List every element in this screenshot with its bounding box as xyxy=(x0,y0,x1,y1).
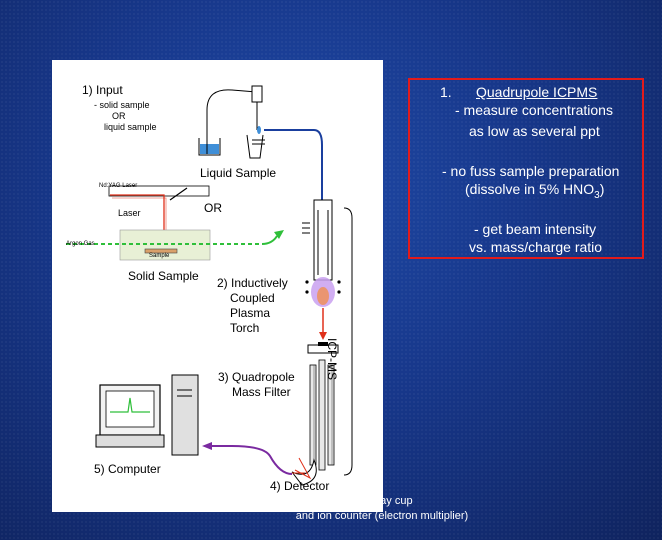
input-line-2: OR xyxy=(112,111,126,121)
droplet-icon xyxy=(257,126,261,134)
icpms-bracket xyxy=(343,207,353,476)
beaker-icon xyxy=(198,138,221,156)
signal-path xyxy=(210,445,293,475)
or-label: OR xyxy=(204,201,222,215)
nebulizer-icon xyxy=(246,134,264,159)
torch-label-3: Plasma xyxy=(230,306,271,320)
laser-label: Nd:YAG Laser xyxy=(99,183,138,189)
info-number: 1. xyxy=(440,84,452,100)
info-title: Quadrupole ICPMS xyxy=(476,84,598,100)
quadrupole-rod xyxy=(309,364,317,466)
info-line-2: as low as several ppt xyxy=(469,123,600,139)
info-line-6: vs. mass/charge ratio xyxy=(469,239,603,255)
tubing-line xyxy=(206,89,258,111)
input-line-1: - solid sample xyxy=(94,100,150,110)
info-line-1: - measure concentrations xyxy=(455,102,613,118)
detector-label: 4) Detector xyxy=(270,479,330,493)
input-title: 1) Input xyxy=(82,83,123,97)
torch-label-1: 2) Inductively xyxy=(217,276,288,290)
input-line-3: liquid sample xyxy=(104,122,157,132)
info-line-4: (dissolve in 5% HNO3) xyxy=(465,181,605,201)
quadrupole-label-2: Mass Filter xyxy=(232,385,291,399)
computer-label: 5) Computer xyxy=(94,462,161,476)
spectrum-trace xyxy=(110,397,150,413)
caption-line-1: Faraday cup xyxy=(351,495,413,507)
caption-line-2: and ion counter (electron multiplier) xyxy=(295,510,469,522)
diagram-graphics xyxy=(66,85,353,486)
pump-icon xyxy=(251,85,263,103)
sample-label: Sample xyxy=(149,253,170,259)
torch-label-2: Coupled xyxy=(230,291,275,305)
liquid-sample-label: Liquid Sample xyxy=(200,166,277,180)
argon-gas-label: Argon Gas xyxy=(66,241,95,247)
quadrupole-label-1: 3) Quadropole xyxy=(218,370,295,384)
solid-sample-label: Solid Sample xyxy=(128,269,199,283)
liquid-fill xyxy=(200,144,219,154)
info-line-5: - get beam intensity xyxy=(474,221,597,237)
laser-box-label: Laser xyxy=(118,208,141,218)
keyboard-icon xyxy=(95,434,165,448)
quadrupole-rod xyxy=(327,364,335,466)
laser-label-box xyxy=(108,185,210,197)
torch-label-4: Torch xyxy=(230,321,260,335)
icpms-label: ICP-MS xyxy=(325,338,339,380)
computer-tower-icon xyxy=(171,374,199,456)
liquid-flow-path xyxy=(264,129,323,200)
icpms-diagram: 1) Input - solid sample OR liquid sample… xyxy=(52,60,383,512)
torch-body xyxy=(313,199,333,281)
quadrupole-rod xyxy=(318,359,326,471)
detector-caption: Faraday cup and ion counter (electron mu… xyxy=(272,494,492,524)
solid-sample-icon xyxy=(144,248,178,254)
mirror-icon xyxy=(169,187,188,201)
info-line-3: - no fuss sample preparation xyxy=(442,163,620,179)
info-box: 1. Quadrupole ICPMS - measure concentrat… xyxy=(408,78,644,259)
